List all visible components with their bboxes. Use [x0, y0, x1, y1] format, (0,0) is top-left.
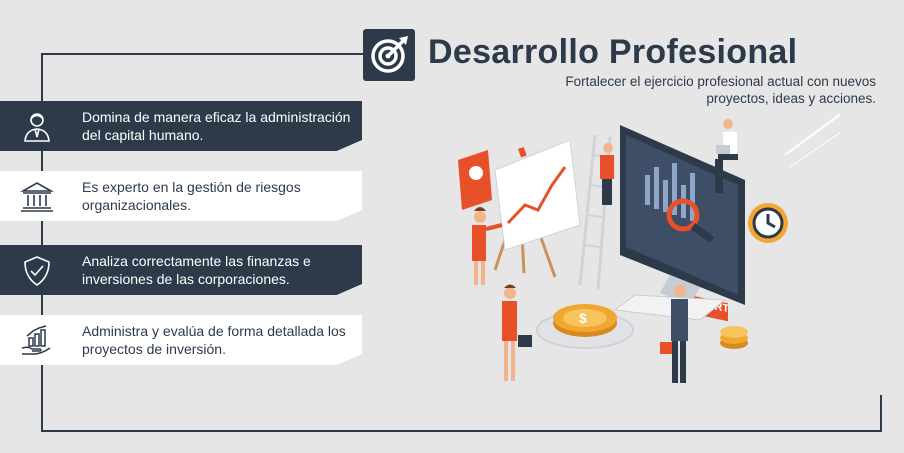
feature-item-investment-projects: Administra y evalúa de forma detallada l… [0, 315, 362, 365]
shield-check-icon [20, 254, 54, 288]
dollar-symbol: $ [579, 310, 587, 326]
feature-item-human-capital: Domina de manera eficaz la administració… [0, 101, 362, 151]
feature-text: Analiza correctamente las finanzas e inv… [82, 253, 311, 287]
frame-line-bottom [41, 430, 881, 432]
frame-line-top [41, 53, 363, 55]
feature-item-risk-management: Es experto en la gestión de riesgos orga… [0, 171, 362, 221]
feature-text: Domina de manera eficaz la administració… [82, 109, 351, 143]
feature-text: Administra y evalúa de forma detallada l… [82, 323, 346, 357]
feature-text: Es experto en la gestión de riesgos orga… [82, 179, 301, 213]
page-title: Desarrollo Profesional [428, 33, 798, 71]
frame-line-left [41, 53, 43, 431]
growth-hand-icon [20, 324, 54, 358]
bank-icon [19, 180, 55, 214]
target-logo-icon [363, 29, 415, 81]
professional-development-illustration: RESTART [440, 84, 881, 405]
person-icon [20, 110, 54, 144]
feature-item-finance: Analiza correctamente las finanzas e inv… [0, 245, 362, 295]
page-subtitle: Fortalecer el ejercicio profesional actu… [565, 74, 876, 106]
frame-line-right [880, 395, 882, 432]
